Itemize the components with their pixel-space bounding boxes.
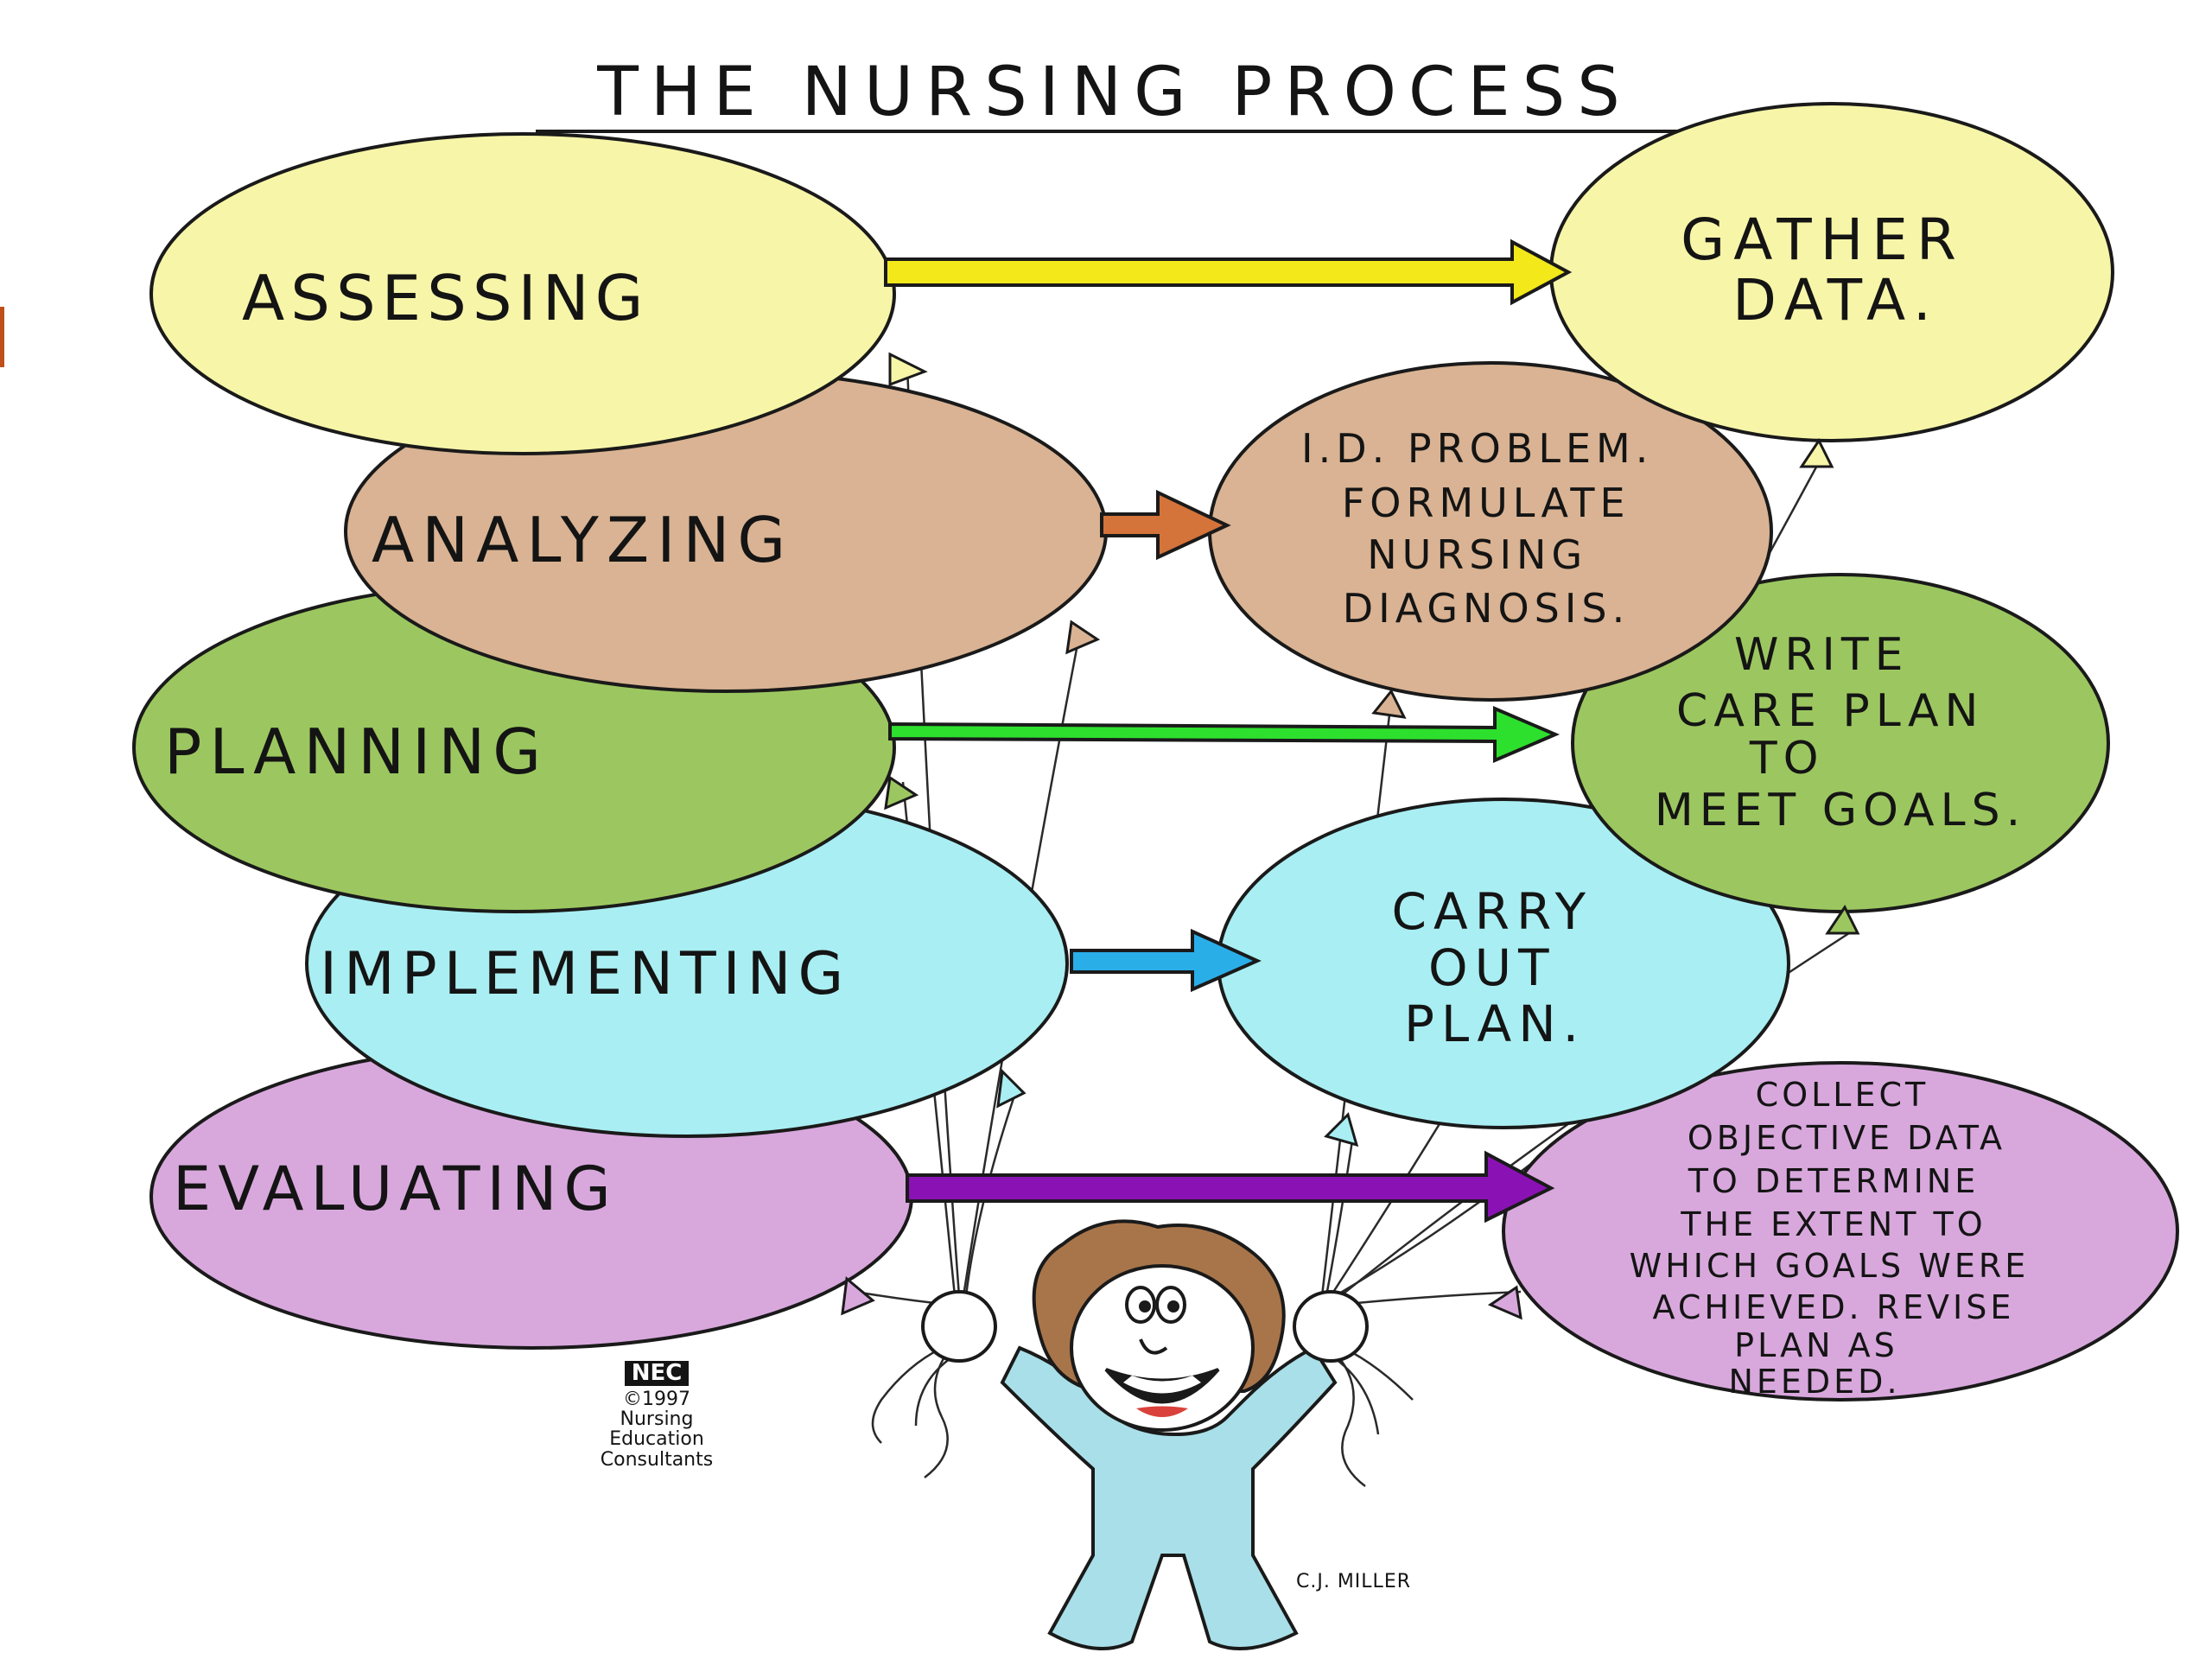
balloon-collect-data-shape xyxy=(1502,1061,2179,1402)
balloon-collect-data: COLLECT OBJECTIVE DATA TO DETERMINE THE … xyxy=(1487,1061,2179,1402)
stage-label-planning: PLANNING xyxy=(164,715,549,788)
description-analyzing-line-3: NURSING xyxy=(1367,531,1587,578)
description-implementing-line-1: CARRY xyxy=(1392,882,1593,941)
description-assessing: GATHER DATA. xyxy=(1681,207,1992,334)
stage-label-evaluating: EVALUATING xyxy=(173,1154,618,1224)
description-planning-line-1: WRITE xyxy=(1734,629,1910,681)
description-analyzing: I.D. PROBLEM. FORMULATE NURSING DIAGNOSI… xyxy=(1301,425,1671,632)
title-underline xyxy=(536,130,1694,133)
description-evaluating-line-5: WHICH GOALS WERE xyxy=(1630,1247,2030,1285)
copyright-org-line-3: Consultants xyxy=(600,1448,714,1471)
balloon-identify-problem: I.D. PROBLEM. FORMULATE NURSING DIAGNOSI… xyxy=(1208,361,1773,719)
description-analyzing-line-4: DIAGNOSIS. xyxy=(1343,585,1630,632)
balloon-assessing-shape xyxy=(149,132,896,455)
arrow-evaluating xyxy=(906,1150,1555,1224)
description-assessing-line-2: DATA. xyxy=(1732,267,1940,334)
stage-label-analyzing: ANALYZING xyxy=(372,504,793,576)
description-evaluating-line-4: THE EXTENT TO xyxy=(1680,1205,1986,1243)
description-implementing-line-2: OUT xyxy=(1428,938,1556,997)
balloon-carry-out-plan: CARRY OUT PLAN. xyxy=(1217,798,1790,1147)
description-evaluating-line-3: TO DETERMINE xyxy=(1688,1162,1980,1200)
description-planning-line-2: CARE PLAN xyxy=(1676,685,1984,737)
description-analyzing-line-2: FORMULATE xyxy=(1342,480,1630,526)
copyright-org-line-1: Nursing xyxy=(620,1408,694,1431)
nurse-right-hand xyxy=(1293,1290,1369,1363)
publisher-logo: NEC xyxy=(624,1361,690,1387)
diagram-title: THE NURSING PROCESS xyxy=(597,54,1632,131)
description-assessing-line-1: GATHER xyxy=(1681,207,1965,273)
description-evaluating-line-8: NEEDED. xyxy=(1728,1363,1900,1401)
arrow-assessing xyxy=(884,238,1573,306)
arrow-planning xyxy=(888,705,1560,764)
description-analyzing-line-1: I.D. PROBLEM. xyxy=(1301,425,1653,472)
description-planning: WRITE CARE PLAN TO MEET GOALS. xyxy=(1655,629,2026,836)
artist-signature: C.J. MILLER xyxy=(1296,1571,1411,1592)
stage-label-assessing: ASSESSING xyxy=(242,262,649,334)
balloon-assessing: ASSESSING xyxy=(149,132,928,455)
copyright-org-line-2: Education xyxy=(609,1428,704,1451)
balloon-gather-data: GATHER DATA. xyxy=(1549,102,2114,468)
balloon-write-care-plan: WRITE CARE PLAN TO MEET GOALS. xyxy=(1571,573,2110,935)
left-edge-mark xyxy=(0,307,4,367)
stage-label-implementing: IMPLEMENTING xyxy=(320,940,850,1008)
copyright-year: ©1997 xyxy=(623,1389,690,1411)
nurse-face xyxy=(1070,1264,1255,1432)
description-evaluating-line-7: PLAN AS xyxy=(1734,1326,1898,1364)
arrow-implementing xyxy=(1070,928,1262,993)
nurse-left-hand xyxy=(921,1290,997,1363)
description-evaluating-line-2: OBJECTIVE DATA xyxy=(1688,1119,2005,1157)
arrow-analyzing xyxy=(1100,489,1231,561)
description-evaluating-line-6: ACHIEVED. REVISE xyxy=(1653,1288,2015,1326)
copyright-notice: NEC ©1997 Nursing Education Consultants xyxy=(527,1361,786,1470)
description-implementing-line-3: PLAN. xyxy=(1404,995,1586,1053)
description-evaluating: COLLECT OBJECTIVE DATA TO DETERMINE THE … xyxy=(1630,1076,2044,1401)
description-planning-line-3: TO xyxy=(1749,733,1825,785)
description-planning-line-4: MEET GOALS. xyxy=(1655,785,2026,836)
description-evaluating-line-1: COLLECT xyxy=(1756,1076,1929,1114)
cartoon-nurse xyxy=(921,1219,1369,1650)
description-implementing: CARRY OUT PLAN. xyxy=(1392,882,1616,1053)
